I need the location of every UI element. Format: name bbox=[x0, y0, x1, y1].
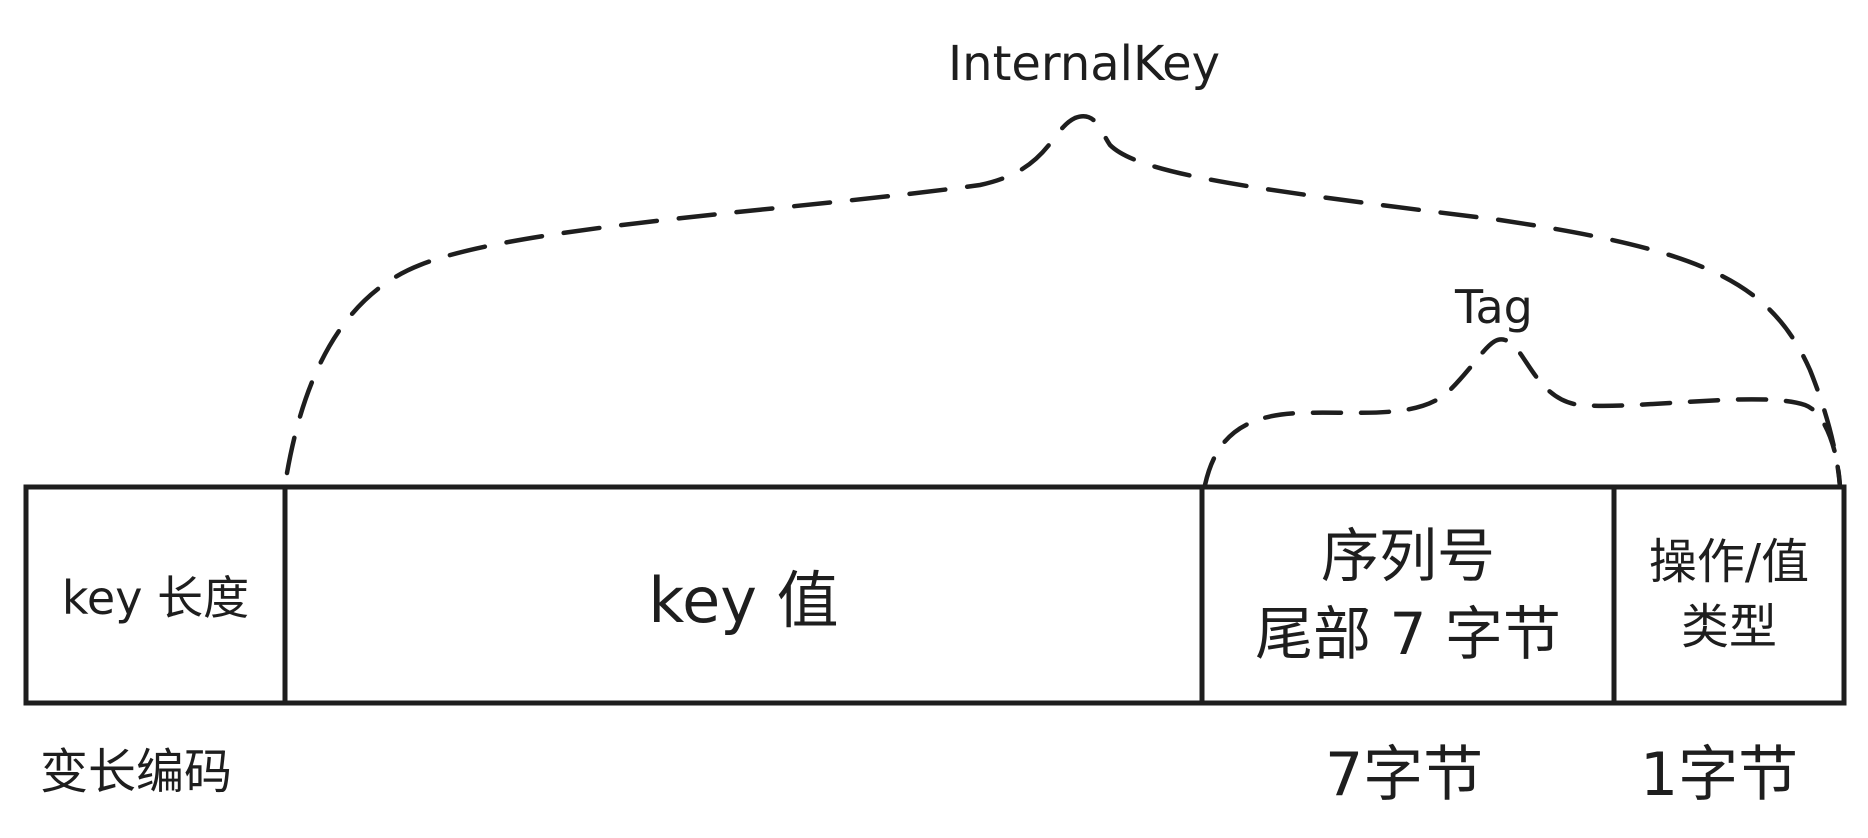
field-value-type: 操作/值 类型 bbox=[1614, 487, 1844, 703]
field-sequence: 序列号 尾部 7 字节 bbox=[1202, 487, 1614, 703]
field-sequence-line2: 尾部 7 字节 bbox=[1255, 600, 1561, 668]
value-type-size-note: 1字节 bbox=[1640, 740, 1799, 810]
tag-brace bbox=[1202, 337, 1843, 490]
field-value-type-line2: 类型 bbox=[1680, 599, 1777, 655]
internal-key-label: InternalKey bbox=[948, 36, 1221, 92]
field-key-length: key 长度 bbox=[26, 487, 285, 703]
field-key-value-label: key 值 bbox=[648, 564, 839, 637]
sequence-size-note: 7字节 bbox=[1325, 740, 1484, 810]
field-key-value: key 值 bbox=[285, 487, 1202, 703]
field-value-type-line1: 操作/值 bbox=[1648, 534, 1810, 591]
field-sequence-line1: 序列号 bbox=[1320, 521, 1495, 590]
key-length-encoding-note: 变长编码 bbox=[40, 744, 233, 800]
field-key-length-label: key 长度 bbox=[61, 571, 250, 625]
internal-key-brace bbox=[284, 114, 1843, 490]
box-value-type bbox=[1611, 484, 1847, 706]
tag-label: Tag bbox=[1455, 280, 1533, 334]
field-boxes bbox=[23, 484, 1847, 706]
